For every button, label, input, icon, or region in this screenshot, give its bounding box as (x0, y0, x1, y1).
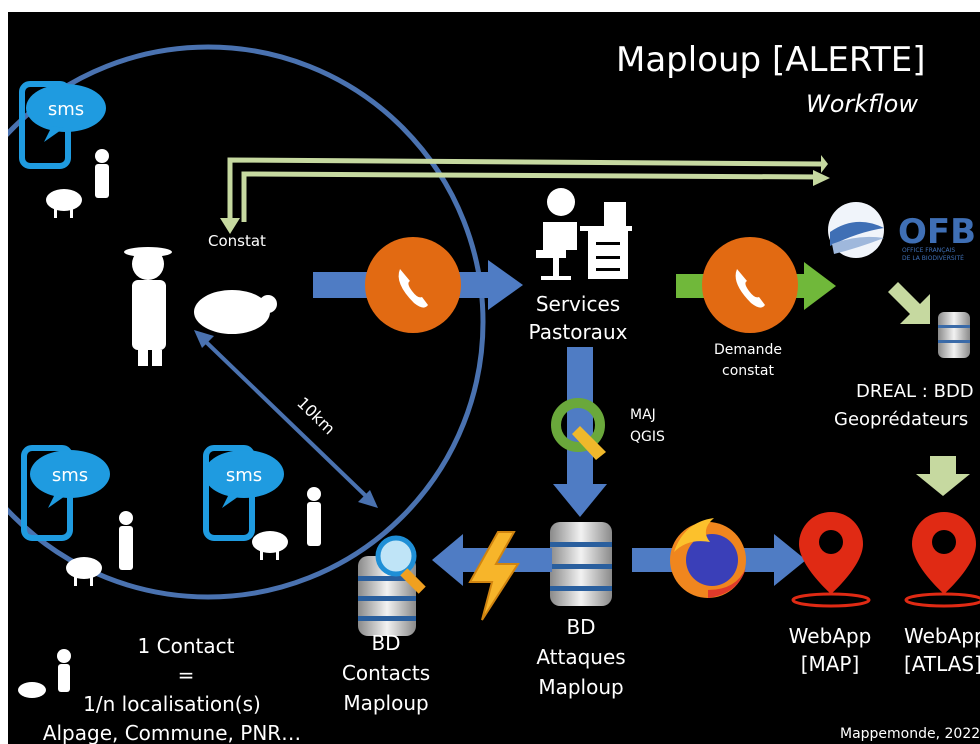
demande-label: Demande constat (698, 340, 798, 382)
attaques-db-icon (550, 522, 612, 606)
webapp-atlas-label: WebApp [ATLAS] (904, 622, 980, 678)
dreal-line2: Geoprédateurs (834, 409, 969, 430)
diagram-canvas: sms sms sms 10km OFB OFFICE FRANÇAIS DE … (8, 44, 980, 698)
bd-attaques-label: BD Attaques Maploup (521, 612, 641, 702)
firefox-icon (670, 518, 746, 598)
contact-note-line2: = (177, 663, 195, 687)
maj-line1: MAJ (630, 407, 656, 423)
arrow-ofb-to-dreal (888, 282, 930, 324)
dreal-label: DREAL : BDD Geoprédateurs (834, 378, 974, 434)
arrowhead-constat (220, 218, 240, 234)
sms-phone-icon-3 (203, 445, 284, 541)
magnifier-icon (375, 535, 426, 594)
sms-phone-icon-1 (19, 81, 106, 169)
webapp-map-label: WebApp [MAP] (778, 622, 882, 678)
ofb-name: OFB (898, 212, 976, 252)
sms-label-2: sms (52, 465, 88, 486)
qgis-icon (551, 398, 606, 460)
contact-note-line4: Alpage, Commune, PNR… (42, 721, 302, 744)
cabinet-lines (596, 242, 620, 271)
webapp-map-line1: WebApp (788, 624, 872, 648)
sms-label-3: sms (226, 465, 262, 486)
contact-note: 1 Contact = 1/n localisation(s) Alpage, … (42, 632, 302, 744)
sheep-icon-2 (66, 557, 102, 586)
page-subtitle: Workflow (806, 90, 918, 118)
arrowhead-ofb (813, 170, 830, 186)
dreal-db-icon (938, 312, 970, 358)
demande-line1: Demande (714, 342, 782, 358)
bd-attaques-line1: BD (566, 615, 596, 639)
ofb-line2: DE LA BIODIVERSITÉ (902, 254, 964, 262)
credit: Mappemonde, 2022 (840, 726, 980, 742)
bd-contacts-line1: BD (371, 631, 401, 655)
demande-line2: constat (722, 363, 774, 379)
shepherd-icon-3 (307, 487, 321, 546)
contact-note-line3: 1/n localisation(s) (83, 692, 261, 716)
sms-phone-icon-2 (21, 445, 110, 541)
dreal-line1: DREAL : BDD (856, 381, 974, 402)
contact-note-line1: 1 Contact (137, 634, 235, 658)
shepherd-icon-main (124, 247, 172, 366)
webapp-atlas-line1: WebApp (904, 624, 980, 648)
shepherd-icon-1 (95, 149, 109, 198)
bd-contacts-line3: Maploup (343, 691, 429, 715)
constat-label: Constat (208, 232, 266, 250)
map-pin-icon-map (791, 512, 871, 608)
services-line1: Services (535, 292, 621, 316)
ofb-logo-icon (828, 202, 884, 258)
office-worker-icon (536, 188, 632, 280)
workflow-diagram: sms sms sms 10km OFB OFFICE FRANÇAIS DE … (8, 12, 980, 744)
distance-arrow (194, 330, 378, 508)
shepherd-icon-4 (57, 649, 71, 692)
arrow-to-attaques (553, 347, 607, 517)
maj-label: MAJ QGIS (630, 404, 665, 448)
services-line2: Pastoraux (528, 320, 628, 344)
phone-icon-1 (365, 237, 461, 333)
maj-line2: QGIS (630, 429, 665, 445)
services-label: Services Pastoraux (528, 290, 628, 346)
webapp-map-line2: [MAP] (800, 652, 860, 676)
shepherd-icons (18, 149, 321, 698)
bd-attaques-line3: Maploup (538, 675, 624, 699)
map-pin-icon-atlas (904, 512, 980, 608)
lightning-icon (468, 531, 520, 621)
sheep-icon-1 (46, 189, 82, 218)
sheep-icon-3 (252, 531, 288, 560)
bd-contacts-line2: Contacts (341, 661, 431, 685)
shepherd-icon-2 (119, 511, 133, 570)
radius-circle (8, 44, 486, 600)
arrow-to-atlas (916, 456, 970, 496)
page-title: Maploup [ALERTE] (616, 40, 926, 80)
sheep-icon-main (194, 290, 277, 334)
webapp-atlas-line2: [ATLAS] (904, 652, 980, 676)
return-arrows (227, 157, 824, 222)
sheep-icon-4 (18, 682, 46, 698)
ofb-line1: OFFICE FRANÇAIS (902, 247, 955, 254)
bd-attaques-line2: Attaques (536, 645, 626, 669)
bd-contacts-label: BD Contacts Maploup (326, 628, 446, 718)
phone-icon-2 (702, 237, 798, 333)
sms-label-1: sms (48, 99, 84, 120)
